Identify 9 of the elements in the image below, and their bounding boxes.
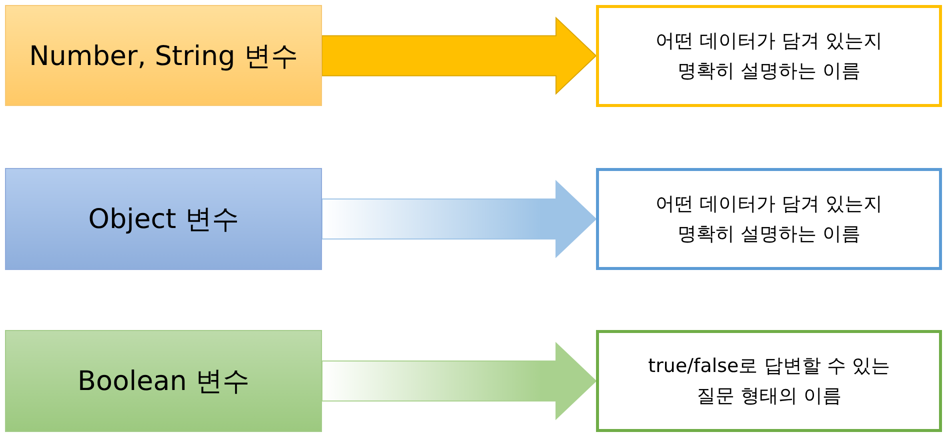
variable-box: Boolean 변수 [5,330,322,432]
variable-box: Number, String 변수 [5,5,322,106]
block-arrow [322,180,597,258]
description-box: 어떤 데이터가 담겨 있는지 명확히 설명하는 이름 [596,168,942,270]
block-arrow [322,342,597,420]
description-box: true/false로 답변할 수 있는 질문 형태의 이름 [596,330,942,432]
block-arrow [322,16,597,95]
description-box: 어떤 데이터가 담겨 있는지 명확히 설명하는 이름 [596,5,942,107]
variable-box: Object 변수 [5,168,322,270]
